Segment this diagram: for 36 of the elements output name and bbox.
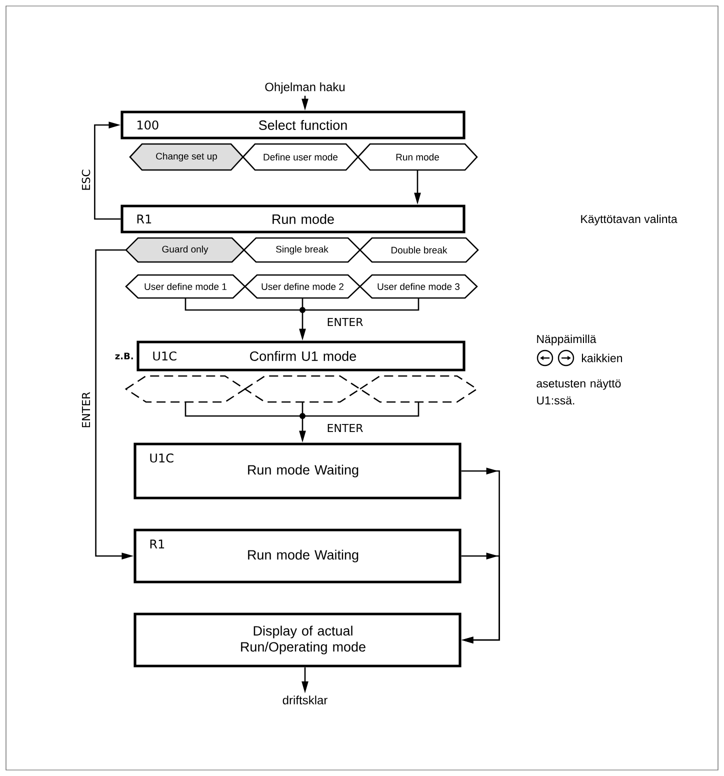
display-box: R1 Run mode — [120, 204, 466, 234]
note-text: Näppäimillä — [537, 334, 596, 346]
option-hexagon: Change set up — [129, 143, 244, 171]
display-box: U1C Run mode Waiting — [134, 442, 462, 500]
connector-line — [184, 298, 302, 311]
option-hexagon: User define mode 2 — [244, 274, 361, 299]
display-box: R1 Run mode Waiting — [134, 528, 462, 584]
example-tag: z.B. — [115, 352, 133, 360]
connector-line — [94, 122, 121, 220]
option-hexagon: User define mode 1 — [125, 274, 246, 299]
flow-text: Ohjelman haku — [265, 82, 345, 94]
option-hexagon: Single break — [243, 237, 361, 263]
connector-line — [302, 402, 304, 416]
edge-label: ENTER — [326, 423, 364, 433]
edge-label: ENTER — [81, 390, 91, 430]
node-label: U1C — [153, 351, 176, 361]
connector-line — [461, 552, 500, 644]
display-box: 100 Select function — [120, 110, 466, 140]
option-hexagon: Guard only — [125, 237, 245, 263]
display-box: Display of actual Run/Operating mode — [134, 612, 462, 668]
option-hexagon: User define mode 3 — [359, 274, 478, 299]
option-hexagon: Run mode — [357, 143, 478, 171]
connector-line — [302, 298, 420, 311]
edge-label: ESC — [80, 168, 92, 192]
note-text: asetusten näyttö U1:ssä. — [536, 380, 621, 404]
note-text: kaikkien — [582, 354, 622, 362]
node-label: Confirm U1 mode — [250, 351, 356, 361]
connector-line — [302, 402, 420, 417]
connector-line — [184, 402, 302, 417]
option-hexagon: Double break — [359, 237, 479, 263]
flow-text: driftsklar — [282, 696, 328, 704]
note-text: Käyttötavan valinta — [581, 214, 678, 226]
edge-label: ENTER — [326, 317, 364, 327]
display-box: U1C Confirm U1 mode — [136, 340, 466, 372]
connector-line — [302, 298, 304, 310]
option-hexagon: Define user mode — [242, 143, 359, 171]
